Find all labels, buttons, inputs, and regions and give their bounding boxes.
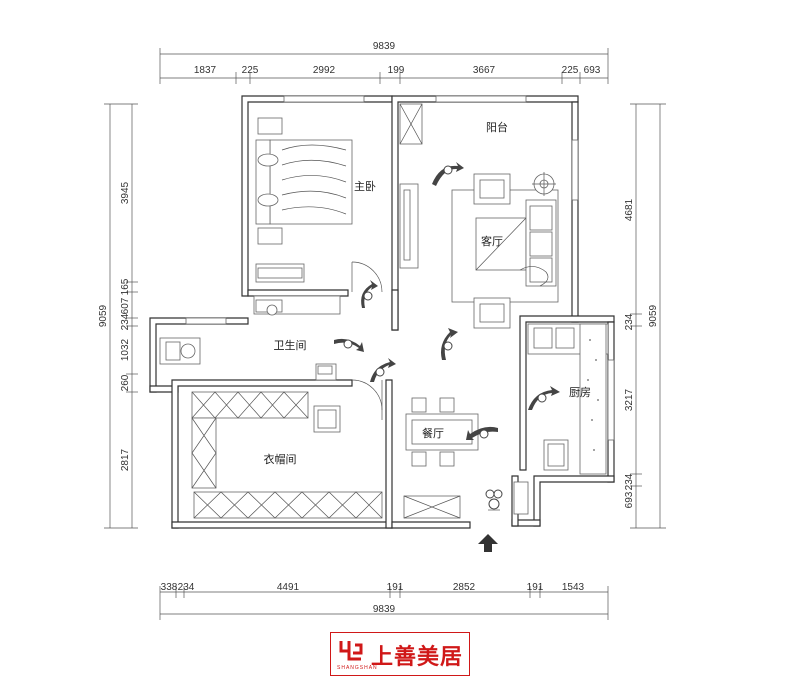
top-total-dim: 9839 bbox=[373, 41, 396, 52]
right-dimensions: 4681 234 3217 234 693 9059 bbox=[624, 103, 666, 529]
top-dim-6: 225 bbox=[562, 65, 579, 76]
left-dim-7: 2817 bbox=[120, 448, 131, 471]
bottom-dim-5: 2852 bbox=[453, 582, 476, 593]
left-dim-4: 234 bbox=[120, 313, 131, 330]
person-walking-icon bbox=[528, 386, 560, 410]
entrance-arrow-icon bbox=[478, 534, 498, 552]
room-label-living-room: 客厅 bbox=[481, 234, 503, 248]
bottom-dimensions: 338 234 4491 191 2852 191 1543 9839 bbox=[159, 582, 609, 620]
bathroom-furniture bbox=[159, 295, 341, 381]
brand-logo: 上善美居 SHANGSHAN bbox=[330, 632, 470, 676]
room-label-kitchen: 厨房 bbox=[569, 386, 591, 399]
bottom-dim-7: 1543 bbox=[562, 582, 585, 593]
kitchen-furniture bbox=[513, 323, 609, 515]
left-total-dim: 9059 bbox=[98, 304, 109, 327]
right-dim-1: 4681 bbox=[624, 198, 635, 221]
top-dim-5: 3667 bbox=[473, 65, 496, 76]
bedroom-furniture bbox=[255, 117, 353, 283]
person-walking-icon bbox=[466, 426, 498, 440]
top-dim-3: 2992 bbox=[313, 65, 336, 76]
cloakroom-furniture bbox=[191, 391, 383, 519]
right-dim-2: 234 bbox=[624, 313, 635, 330]
dining-furniture bbox=[403, 397, 479, 519]
person-walking-icon bbox=[485, 489, 503, 511]
room-labels: 主卧 阳台 客厅 卫生间 厨房 餐厅 衣帽间 bbox=[264, 120, 592, 466]
top-dim-4: 199 bbox=[388, 65, 405, 76]
room-label-bathroom: 卫生间 bbox=[274, 338, 307, 352]
left-dim-5: 1032 bbox=[120, 338, 131, 361]
doors bbox=[351, 261, 383, 420]
bottom-dim-1: 338 bbox=[161, 582, 178, 593]
bottom-total-dim: 9839 bbox=[373, 604, 396, 615]
right-dim-4: 234 bbox=[624, 473, 635, 490]
bottom-dim-3: 4491 bbox=[277, 582, 300, 593]
left-dim-2: 165 bbox=[120, 278, 131, 295]
top-dim-7: 693 bbox=[584, 65, 601, 76]
brand-name: 上善美居 bbox=[371, 645, 464, 670]
right-dim-3: 3217 bbox=[624, 388, 635, 411]
person-walking-icon bbox=[334, 338, 364, 352]
room-label-cloakroom: 衣帽间 bbox=[264, 452, 297, 466]
left-dim-3: 607 bbox=[120, 297, 131, 314]
left-dim-1: 3945 bbox=[120, 181, 131, 204]
person-walking-icon bbox=[361, 280, 378, 308]
living-furniture bbox=[399, 103, 559, 329]
left-dim-6: 260 bbox=[120, 374, 131, 391]
person-walking-icon bbox=[432, 162, 464, 186]
bottom-dim-2: 234 bbox=[178, 582, 195, 593]
logo-mark-icon bbox=[339, 641, 363, 661]
room-label-master-bedroom: 主卧 bbox=[354, 180, 376, 193]
right-total-dim: 9059 bbox=[648, 304, 659, 327]
room-label-dining-room: 餐厅 bbox=[422, 426, 444, 440]
walls bbox=[149, 95, 615, 529]
bottom-dim-6: 191 bbox=[527, 582, 544, 593]
left-dimensions: 9059 3945 165 607 234 1032 260 2817 bbox=[98, 103, 138, 529]
top-dim-1: 1837 bbox=[194, 65, 217, 76]
circulation-arrows bbox=[334, 162, 560, 552]
room-label-balcony: 阳台 bbox=[486, 120, 508, 134]
person-walking-icon bbox=[370, 358, 396, 382]
top-dim-2: 225 bbox=[242, 65, 259, 76]
right-dim-5: 693 bbox=[624, 491, 635, 508]
person-walking-icon bbox=[441, 328, 458, 360]
bottom-dim-4: 191 bbox=[387, 582, 404, 593]
brand-subtitle: SHANGSHAN bbox=[337, 665, 378, 671]
top-dimensions: 9839 1837 225 2992 199 3667 225 693 bbox=[159, 41, 609, 84]
